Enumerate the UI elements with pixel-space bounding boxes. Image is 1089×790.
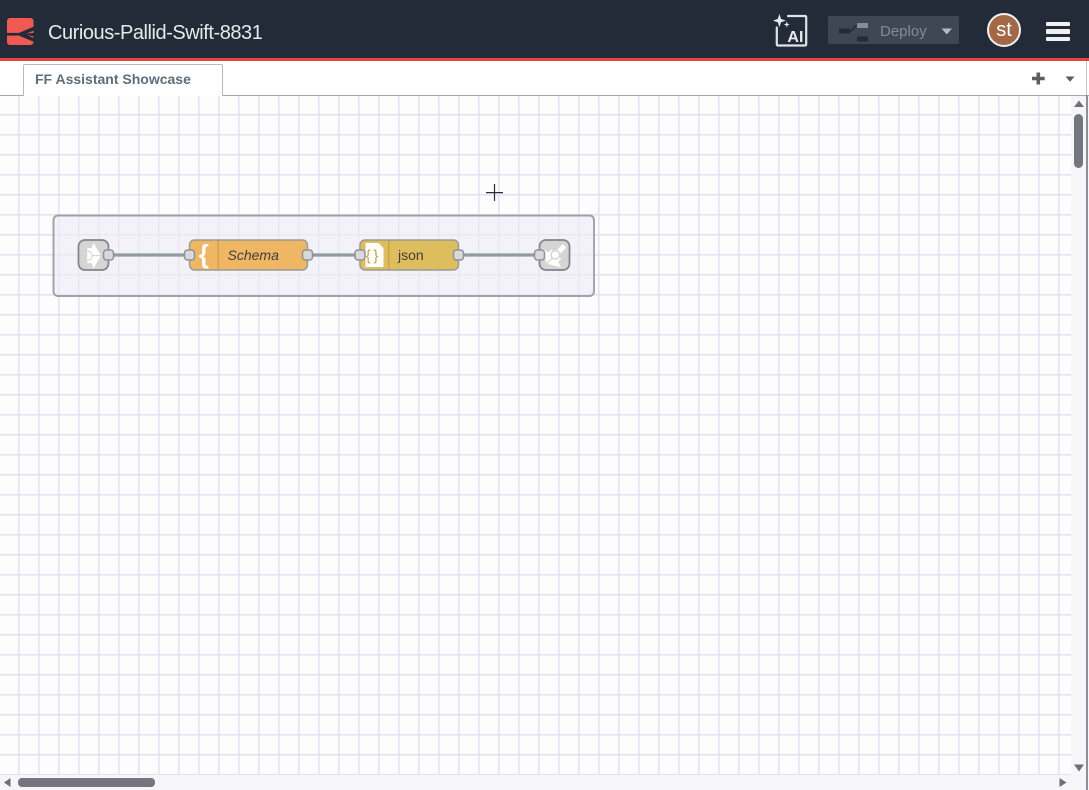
svg-text:AI: AI [787, 29, 803, 46]
svg-text:json: json [397, 247, 424, 263]
svg-text:{}: {} [366, 248, 381, 265]
svg-text:{: { [199, 239, 209, 269]
svg-text:Schema: Schema [228, 247, 280, 263]
